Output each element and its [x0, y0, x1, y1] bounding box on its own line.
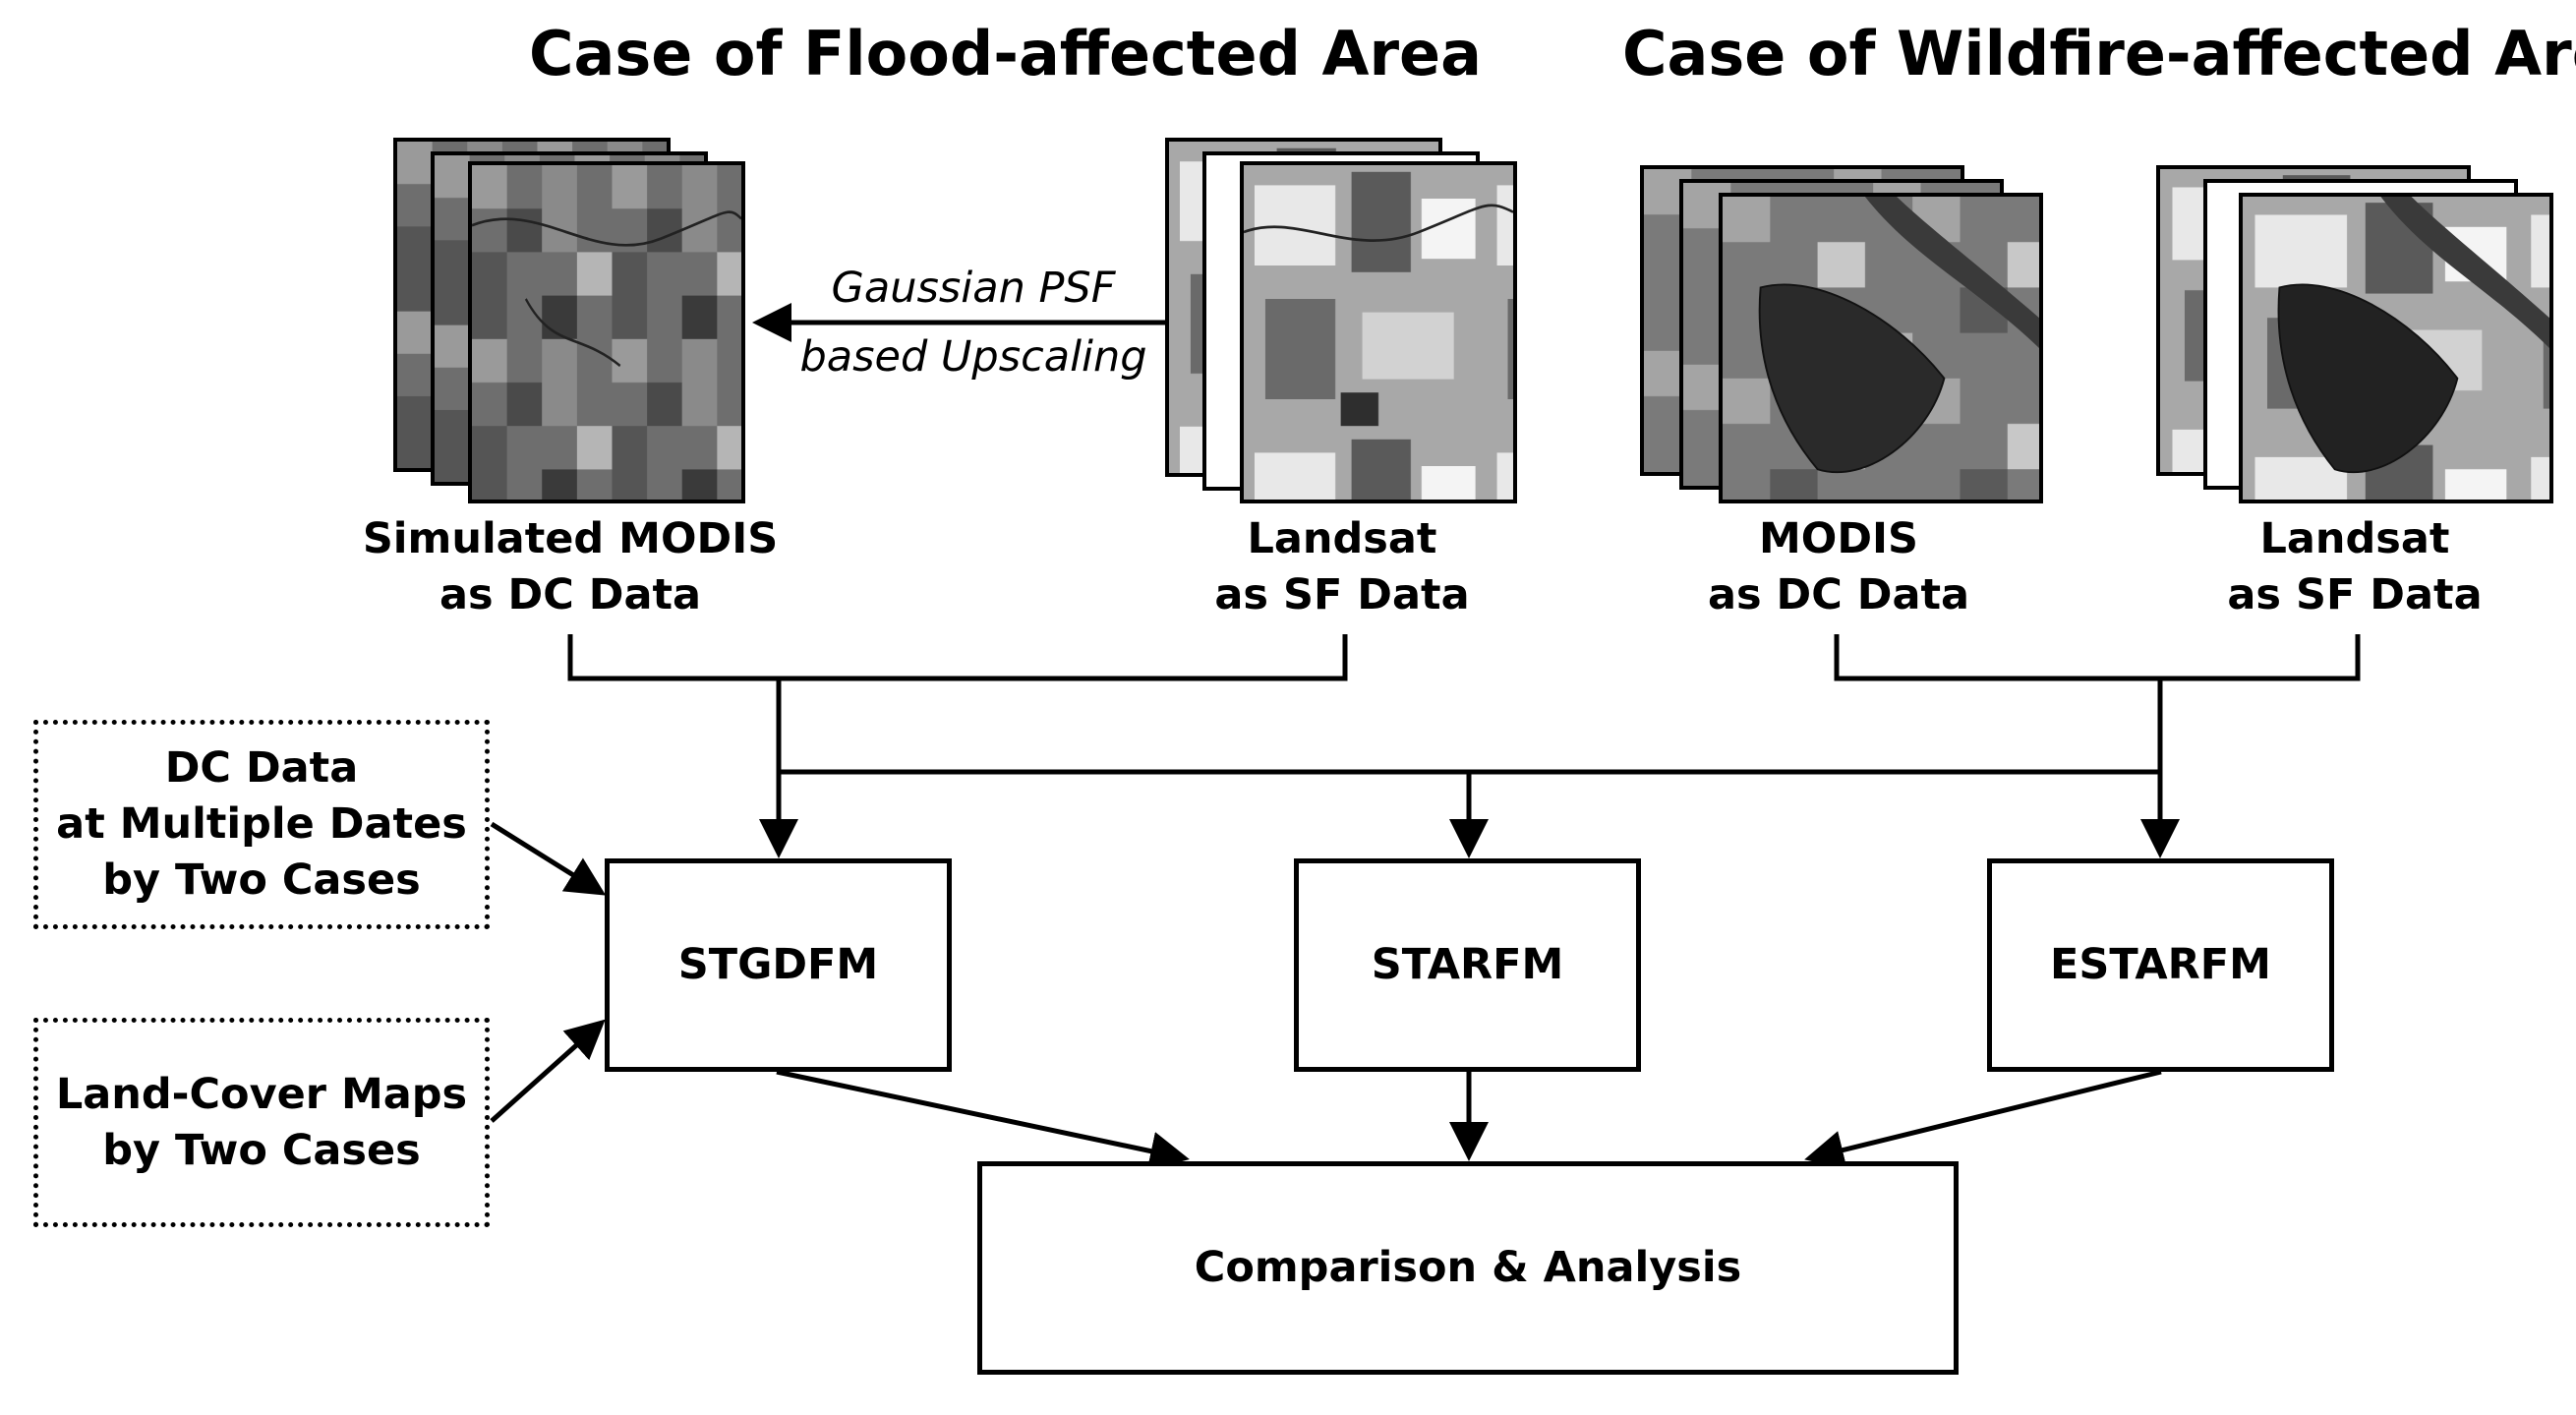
arrow-estarfm-to-comparison — [1804, 1069, 2162, 1170]
landsat-wildfire-caption: Landsat as SF Data — [2158, 511, 2551, 623]
landsat-flood-image-stack — [1165, 138, 1519, 506]
landsat-flood-caption: Landsat as SF Data — [1145, 511, 1539, 623]
simulated-modis-image-stack — [393, 138, 747, 506]
flood-case-title: Case of Flood-affected Area — [529, 18, 1482, 89]
satellite-image — [468, 161, 745, 503]
input-line: DC Data — [164, 743, 359, 793]
arrow-landcover-to-stgdfm — [490, 1019, 606, 1123]
flood-bracket — [567, 634, 1348, 681]
caption-line: Simulated MODIS — [362, 514, 779, 563]
modis-wildfire-caption: MODIS as DC Data — [1642, 511, 2035, 623]
upscaling-label-line: Gaussian PSF — [831, 264, 1116, 313]
modis-wildfire-image-stack — [1640, 165, 2043, 504]
caption-line: as DC Data — [439, 570, 702, 619]
comparison-analysis-box: Comparison & Analysis — [977, 1161, 1959, 1375]
upscaling-label-line: based Upscaling — [799, 332, 1147, 382]
caption-line: Landsat — [2259, 514, 2450, 563]
estarfm-box: ESTARFM — [1987, 858, 2334, 1072]
input-line: by Two Cases — [102, 855, 421, 905]
simulated-modis-caption: Simulated MODIS as DC Data — [354, 511, 787, 623]
satellite-image — [2239, 193, 2553, 503]
input-line: by Two Cases — [102, 1125, 421, 1175]
satellite-image — [1240, 161, 1517, 503]
caption-line: as SF Data — [1214, 570, 1470, 619]
arrow-stgdfm-to-comparison — [776, 1069, 1190, 1171]
caption-line: MODIS — [1758, 514, 1918, 563]
upscaling-label: Gaussian PSF based Upscaling — [777, 254, 1170, 391]
dc-data-input-box: DC Data at Multiple Dates by Two Cases — [33, 720, 490, 929]
land-cover-input-box: Land-Cover Maps by Two Cases — [33, 1018, 490, 1227]
landsat-wildfire-image-stack — [2156, 165, 2559, 504]
caption-line: as SF Data — [2227, 570, 2483, 619]
input-line: Land-Cover Maps — [55, 1069, 468, 1119]
wildfire-bracket — [1834, 634, 2361, 681]
input-line: at Multiple Dates — [56, 799, 467, 849]
arrow-dc-to-stgdfm — [490, 821, 607, 896]
wildfire-case-title: Case of Wildfire-affected Area — [1622, 18, 2576, 89]
satellite-image — [1719, 193, 2043, 503]
stgdfm-box: STGDFM — [605, 858, 952, 1072]
caption-line: as DC Data — [1707, 570, 1970, 619]
starfm-box: STARFM — [1294, 858, 1641, 1072]
caption-line: Landsat — [1247, 514, 1437, 563]
